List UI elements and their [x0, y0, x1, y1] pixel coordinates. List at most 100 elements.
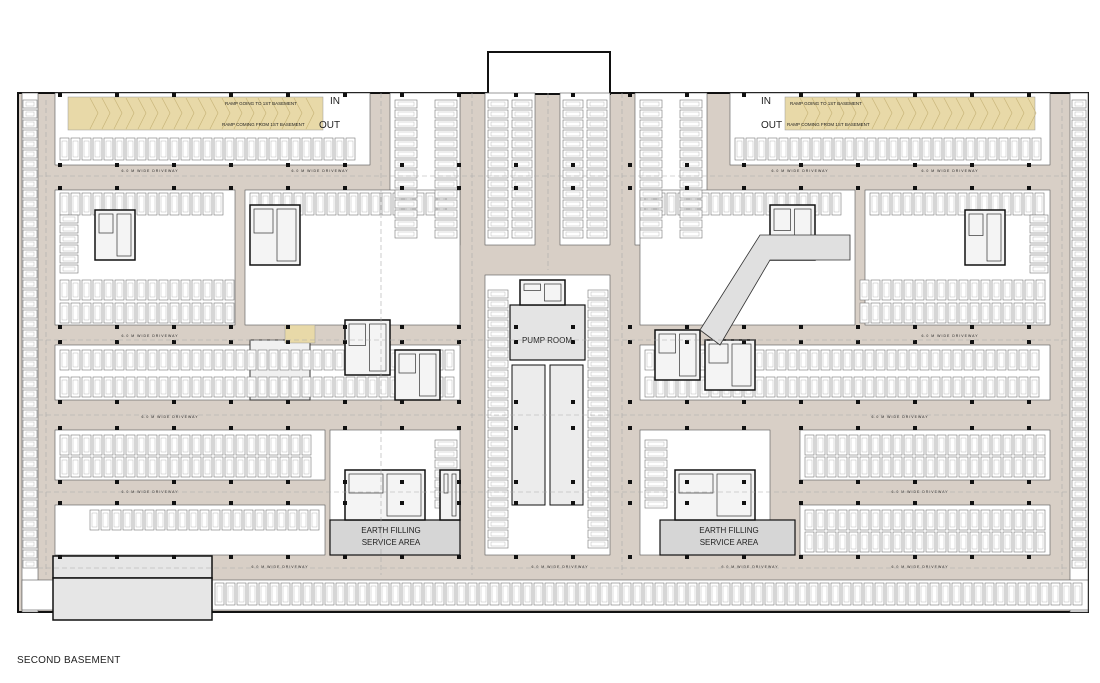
structural-column [115, 163, 119, 167]
car-outline [589, 151, 605, 157]
car-outline [682, 111, 700, 117]
parking-stall [232, 509, 243, 531]
car-outline [248, 459, 255, 475]
car-outline [25, 481, 35, 487]
structural-column [514, 163, 518, 167]
parking-stall [444, 376, 455, 398]
parking-stall [290, 349, 301, 371]
ramp-chevron [823, 97, 833, 130]
parking-stall [158, 376, 169, 398]
car-outline [744, 585, 751, 603]
parking-stall [92, 137, 103, 161]
car-outline [490, 411, 506, 417]
parking-stall [776, 376, 787, 398]
car-outline [25, 471, 35, 477]
structural-column [571, 186, 575, 190]
car-outline [901, 140, 908, 158]
parking-stall [586, 169, 608, 179]
parking-stall [169, 434, 180, 456]
service-area-label-left-1: EARTH FILLING [361, 526, 420, 535]
parking-stall [301, 434, 312, 456]
car-outline [216, 585, 223, 603]
lift-shaft [348, 473, 384, 494]
car-outline [278, 512, 285, 528]
car-outline [193, 379, 200, 395]
car-outline [1026, 305, 1033, 321]
parking-stall [147, 349, 158, 371]
car-outline [960, 534, 967, 550]
car-outline [642, 221, 660, 227]
car-outline [590, 521, 606, 527]
parking-stall [1071, 469, 1087, 479]
parking-stall [881, 279, 892, 301]
car-outline [1009, 352, 1016, 368]
parking-stall [213, 302, 224, 324]
car-outline [458, 585, 465, 603]
car-outline [565, 171, 581, 177]
parking-stall [870, 531, 881, 553]
parking-stall [902, 192, 913, 216]
parking-stall [870, 456, 881, 478]
car-outline [397, 161, 415, 167]
parking-stall [394, 109, 418, 119]
car-outline [645, 585, 652, 603]
parking-stall [910, 137, 921, 161]
parking-stall [899, 137, 910, 161]
car-outline [248, 352, 255, 368]
parking-stall [859, 456, 870, 478]
parking-stall [679, 219, 703, 229]
parking-stall [180, 302, 191, 324]
parking-stall [312, 137, 323, 161]
car-outline [882, 195, 889, 213]
parking-stall [586, 139, 608, 149]
car-outline [215, 140, 222, 158]
car-outline [270, 379, 277, 395]
parking-stall [22, 429, 38, 439]
car-outline [777, 585, 784, 603]
parking-stall [487, 109, 509, 119]
parking-stall [224, 456, 235, 478]
parking-stall [903, 279, 914, 301]
parking-stall [787, 349, 798, 371]
car-outline [789, 379, 796, 395]
parking-stall [202, 456, 213, 478]
parking-stall [586, 179, 608, 189]
parking-stall [70, 349, 81, 371]
parking-stall [290, 137, 301, 161]
ramp-chevron [1015, 97, 1025, 130]
ramp-in-label-left: IN [330, 96, 340, 107]
parking-stall [22, 189, 38, 199]
parking-stall [842, 376, 853, 398]
car-outline [850, 437, 857, 453]
car-outline [514, 191, 530, 197]
car-outline [25, 231, 35, 237]
parking-stall [679, 229, 703, 239]
car-outline [965, 352, 972, 368]
car-outline [872, 534, 879, 550]
ramp-chevron [281, 97, 291, 130]
structural-column [571, 501, 575, 505]
parking-stall [370, 192, 381, 216]
car-outline [1036, 195, 1043, 213]
car-outline [905, 512, 912, 528]
parking-stall [213, 137, 224, 161]
parking-stall [903, 456, 914, 478]
parking-stall [969, 456, 980, 478]
parking-stall [930, 349, 941, 371]
car-outline [292, 140, 299, 158]
car-outline [589, 111, 605, 117]
car-outline [25, 551, 35, 557]
parking-stall [991, 456, 1002, 478]
structural-column [115, 501, 119, 505]
parking-stall [511, 179, 533, 189]
parking-stall [644, 479, 668, 489]
car-outline [292, 352, 299, 368]
parking-stall [1024, 434, 1035, 456]
parking-stall [913, 192, 924, 216]
structural-column [742, 501, 746, 505]
car-outline [490, 501, 506, 507]
parking-stall [202, 376, 213, 398]
car-outline [102, 512, 109, 528]
car-outline [25, 491, 35, 497]
parking-stall [586, 219, 608, 229]
